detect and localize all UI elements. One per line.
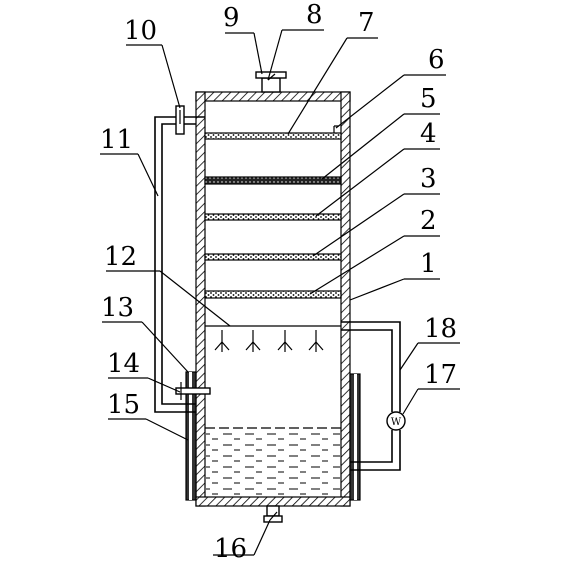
sensor-14 — [175, 382, 211, 400]
label-18: 18 — [424, 314, 457, 344]
liquid-reservoir — [205, 427, 341, 495]
label-4: 4 — [420, 119, 437, 149]
label-6: 6 — [428, 45, 445, 75]
label-16: 16 — [214, 534, 247, 564]
spray-nozzles — [205, 325, 341, 352]
filter-layer-2 — [204, 290, 342, 299]
label-11: 11 — [100, 125, 133, 155]
label-17: 17 — [424, 360, 457, 390]
pump-symbol: W — [391, 417, 402, 428]
label-2: 2 — [420, 206, 437, 236]
label-13: 13 — [101, 293, 134, 323]
valve-10 — [175, 105, 185, 135]
label-8: 8 — [306, 0, 323, 30]
label-1: 1 — [420, 249, 437, 279]
pump: W — [386, 411, 406, 431]
bottom-drain — [263, 505, 283, 523]
leader-lines — [100, 29, 460, 556]
label-7: 7 — [358, 8, 375, 38]
label-12: 12 — [104, 242, 137, 272]
label-14: 14 — [107, 349, 140, 379]
heating-jacket — [185, 371, 361, 501]
top-inlet — [255, 71, 287, 93]
filter-layer-7 — [204, 132, 342, 140]
filter-layer-3 — [204, 253, 342, 261]
recirculation-pipe — [341, 321, 401, 471]
label-15: 15 — [107, 390, 140, 420]
label-9: 9 — [223, 3, 240, 33]
label-5: 5 — [420, 84, 437, 114]
filter-layer-5 — [204, 176, 342, 185]
label-3: 3 — [420, 164, 437, 194]
label-10: 10 — [124, 16, 157, 46]
filter-layer-4 — [204, 213, 342, 221]
